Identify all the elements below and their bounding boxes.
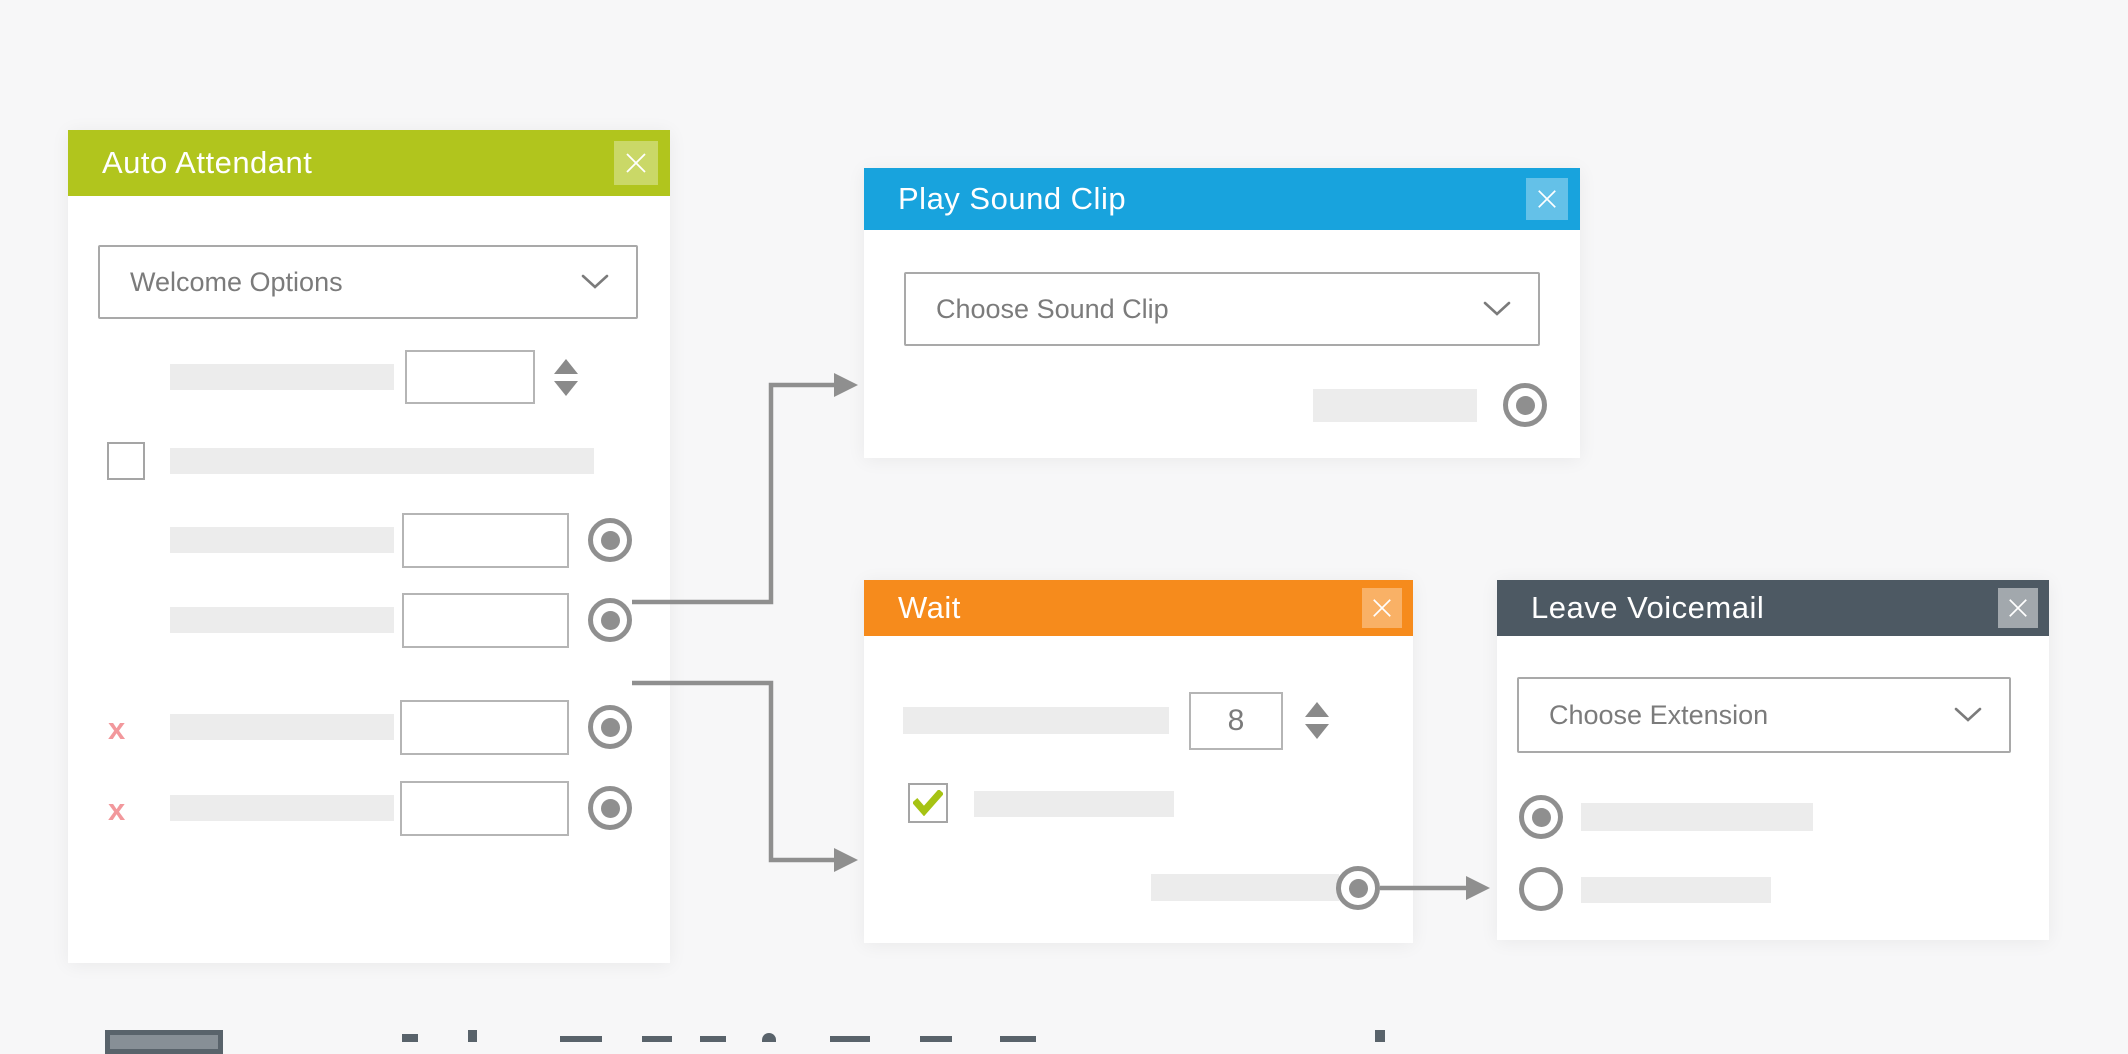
node-leave-voicemail[interactable]: Leave Voicemail Choose Extension xyxy=(1497,580,2049,940)
stepper-input[interactable] xyxy=(405,350,535,404)
welcome-options-dropdown[interactable]: Welcome Options xyxy=(98,245,638,319)
arrowhead-icon xyxy=(1466,876,1490,900)
placeholder-label-bar xyxy=(1151,874,1339,901)
option-input[interactable] xyxy=(402,593,569,648)
leave-voicemail-header[interactable]: Leave Voicemail xyxy=(1497,580,2049,636)
connector-port-icon[interactable] xyxy=(588,786,632,830)
cutoff-heading-fragment xyxy=(762,1033,776,1042)
placeholder-label-bar xyxy=(170,714,394,740)
option-checkbox-checked[interactable] xyxy=(908,783,948,823)
arrowhead-icon xyxy=(834,373,858,397)
radio-unselected-icon[interactable] xyxy=(1519,867,1563,911)
wait-header[interactable]: Wait xyxy=(864,580,1413,636)
choose-extension-dropdown[interactable]: Choose Extension xyxy=(1517,677,2011,753)
radio-selected-icon[interactable] xyxy=(1519,795,1563,839)
step-up-icon[interactable] xyxy=(554,359,578,374)
placeholder-label-bar xyxy=(903,707,1169,734)
close-x-icon xyxy=(1373,599,1391,617)
auto-attendant-header[interactable]: Auto Attendant xyxy=(68,130,670,196)
connector-port-icon[interactable] xyxy=(588,705,632,749)
panel-title: Wait xyxy=(898,590,961,625)
dropdown-value: Choose Sound Clip xyxy=(936,293,1169,324)
cutoff-heading-fragment xyxy=(402,1034,418,1042)
placeholder-label-bar xyxy=(1581,877,1771,903)
node-auto-attendant[interactable]: Auto Attendant Welcome Options x x xyxy=(68,130,670,963)
close-button[interactable] xyxy=(1998,588,2038,628)
step-up-icon[interactable] xyxy=(1305,702,1329,717)
cutoff-heading-fragment xyxy=(700,1036,726,1042)
node-wait[interactable]: Wait xyxy=(864,580,1413,943)
placeholder-label-bar xyxy=(170,607,394,633)
connector-port-icon[interactable] xyxy=(588,518,632,562)
wait-seconds-input[interactable] xyxy=(1189,692,1283,750)
close-x-icon xyxy=(626,153,646,173)
close-button[interactable] xyxy=(1362,588,1402,628)
play-sound-clip-header[interactable]: Play Sound Clip xyxy=(864,168,1580,230)
cutoff-heading-fragment xyxy=(105,1030,223,1054)
choose-sound-clip-dropdown[interactable]: Choose Sound Clip xyxy=(904,272,1540,346)
placeholder-label-bar xyxy=(974,791,1174,817)
panel-title: Leave Voicemail xyxy=(1531,590,1765,625)
checkmark-icon xyxy=(913,790,943,816)
step-down-icon[interactable] xyxy=(554,381,578,396)
option-input[interactable] xyxy=(400,700,569,755)
node-play-sound-clip[interactable]: Play Sound Clip Choose Sound Clip xyxy=(864,168,1580,458)
dropdown-value: Choose Extension xyxy=(1549,699,1769,730)
chevron-down-icon xyxy=(581,274,609,289)
x-delete-icon[interactable]: x xyxy=(108,711,126,746)
cutoff-heading-fragment xyxy=(642,1036,672,1042)
cutoff-heading-fragment xyxy=(468,1030,477,1042)
cutoff-heading-fragment xyxy=(1000,1036,1036,1042)
close-x-icon xyxy=(2009,599,2027,617)
option-checkbox[interactable] xyxy=(107,442,145,480)
placeholder-label-bar xyxy=(170,795,394,821)
chevron-down-icon xyxy=(1483,301,1511,316)
connector-port-icon[interactable] xyxy=(588,598,632,642)
step-down-icon[interactable] xyxy=(1305,724,1329,739)
placeholder-label-bar xyxy=(1313,389,1477,422)
arrowhead-icon xyxy=(834,848,858,872)
close-button[interactable] xyxy=(1526,178,1568,220)
up-down-stepper-icon[interactable] xyxy=(1305,702,1329,739)
panel-title: Play Sound Clip xyxy=(898,181,1127,216)
cutoff-heading-fragment xyxy=(560,1036,602,1042)
cutoff-heading-fragment xyxy=(1375,1030,1385,1042)
panel-title: Auto Attendant xyxy=(102,145,313,180)
connector-port-icon[interactable] xyxy=(1503,383,1547,427)
x-delete-icon[interactable]: x xyxy=(108,792,126,827)
option-input[interactable] xyxy=(402,513,569,568)
close-x-icon xyxy=(1538,190,1556,208)
dropdown-value: Welcome Options xyxy=(130,266,343,297)
placeholder-label-bar xyxy=(170,448,594,474)
connector-port-icon[interactable] xyxy=(1336,866,1380,910)
cutoff-heading-fragment xyxy=(920,1036,952,1042)
chevron-down-icon xyxy=(1954,707,1982,722)
close-button[interactable] xyxy=(614,141,658,185)
placeholder-label-bar xyxy=(170,364,394,390)
cutoff-heading-fragment xyxy=(830,1036,870,1042)
option-input[interactable] xyxy=(400,781,569,836)
up-down-stepper-icon[interactable] xyxy=(554,359,578,396)
placeholder-label-bar xyxy=(1581,803,1813,831)
placeholder-label-bar xyxy=(170,527,394,553)
